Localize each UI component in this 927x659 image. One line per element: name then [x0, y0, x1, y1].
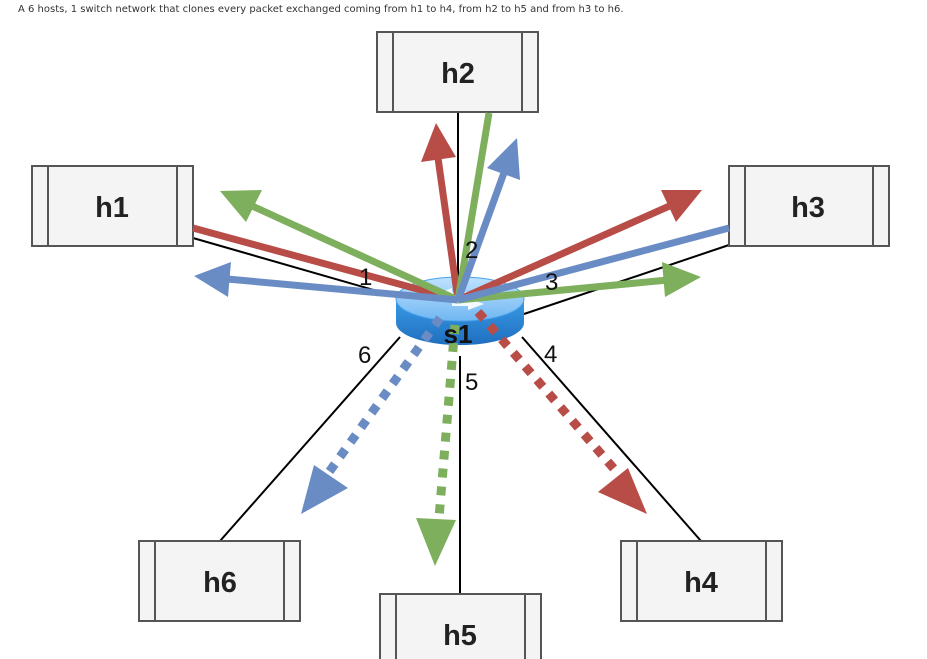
- green-clone-to-h5: [433, 324, 460, 531]
- blue-clone-arrowhead-h6: [301, 465, 348, 514]
- flow-arrows-solid: [192, 112, 730, 304]
- green-clone-arrowhead-h5: [416, 518, 456, 566]
- host-label: h6: [203, 567, 237, 599]
- red-arrowhead-h3: [661, 190, 702, 222]
- red-flow-from-h1: [192, 224, 459, 304]
- blue-clone-to-h6: [320, 315, 444, 482]
- host-h5[interactable]: h5: [379, 593, 542, 659]
- host-label: h1: [95, 192, 129, 224]
- port-label-3: 3: [545, 269, 558, 296]
- link-h1: [192, 237, 399, 298]
- red-clone-arrowhead-h4: [598, 468, 647, 514]
- links: [192, 112, 730, 594]
- port-label-1: 1: [359, 264, 372, 291]
- host-h2[interactable]: h2: [376, 31, 539, 113]
- red-flow-to-h3: [456, 200, 676, 304]
- link-h3: [523, 244, 730, 315]
- host-label: h5: [443, 620, 477, 652]
- red-arrowhead-h2: [421, 123, 456, 162]
- blue-flow-from-h3: [457, 224, 730, 304]
- link-h4: [521, 336, 702, 542]
- caption: A 6 hosts, 1 switch network that clones …: [18, 4, 624, 15]
- red-clone-to-h4: [474, 309, 626, 481]
- blue-flow-to-h2: [454, 168, 509, 302]
- switch-label: s1: [444, 319, 473, 349]
- port-label-4: 4: [544, 341, 557, 368]
- blue-arrowhead-h1: [194, 262, 231, 297]
- host-h6[interactable]: h6: [138, 540, 301, 622]
- blue-flow-to-h1: [226, 275, 459, 304]
- host-h1[interactable]: h1: [31, 165, 194, 247]
- blue-arrowhead-h2: [487, 138, 520, 180]
- red-flow-to-h2: [434, 157, 462, 301]
- flow-arrows-cloned: [301, 309, 647, 566]
- green-flow-to-h3: [457, 276, 669, 304]
- green-flow-to-h1: [248, 201, 460, 304]
- green-arrowhead-h1: [220, 190, 262, 222]
- green-flow-from-h2: [454, 112, 493, 301]
- host-h4[interactable]: h4: [620, 540, 783, 622]
- host-h3[interactable]: h3: [728, 165, 890, 247]
- link-h6: [219, 336, 401, 542]
- port-label-6: 6: [358, 342, 371, 369]
- green-arrowhead-h3: [662, 262, 701, 297]
- host-label: h4: [684, 567, 718, 599]
- port-label-5: 5: [465, 369, 478, 396]
- port-label-2: 2: [465, 237, 478, 264]
- host-label: h2: [441, 58, 475, 90]
- host-label: h3: [791, 192, 825, 224]
